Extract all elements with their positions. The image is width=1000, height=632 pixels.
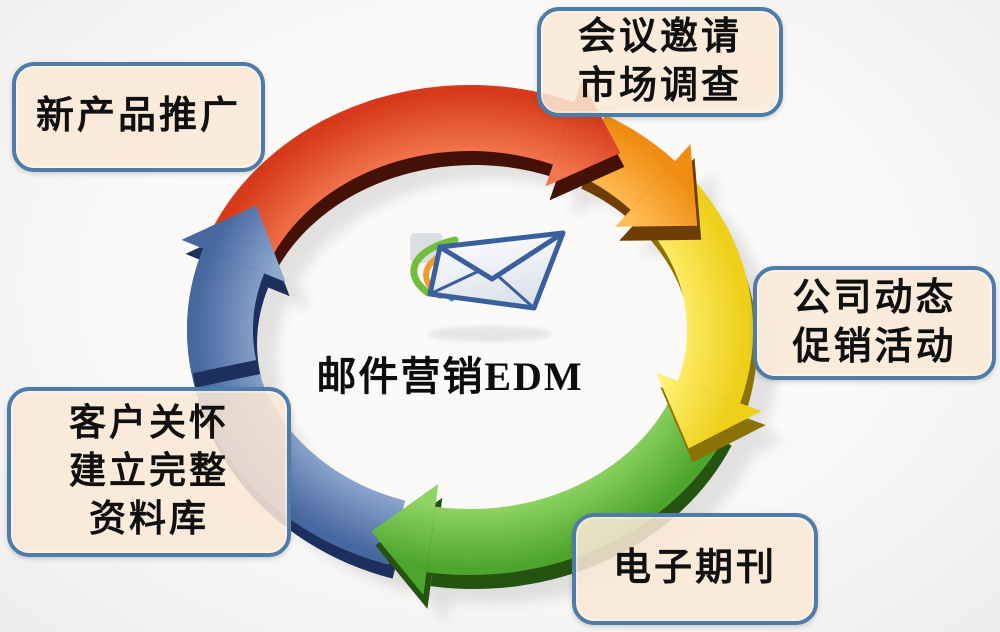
envelope-reflection — [428, 326, 552, 342]
node-label: 建立完整 — [69, 450, 229, 492]
node-label: 市场调查 — [577, 65, 742, 107]
node-new-product: 新产品推广 — [12, 62, 265, 172]
email-envelope-icon — [410, 230, 566, 342]
envelope-flap — [438, 230, 565, 282]
node-label: 促销活动 — [792, 326, 957, 368]
node-label: 资料库 — [89, 499, 209, 541]
node-company-promo: 公司动态 促销活动 — [753, 266, 996, 380]
node-customer-care: 客户关怀 建立完整 资料库 — [7, 387, 291, 557]
envelope-folds — [429, 269, 535, 310]
node-label: 公司动态 — [792, 276, 957, 319]
blue-arrow-head — [181, 205, 290, 388]
diagram-title: 邮件营销EDM — [316, 354, 584, 399]
node-meeting-survey: 会议邀请 市场调查 — [537, 7, 783, 117]
node-label: 电子期刊 — [612, 547, 777, 590]
node-label: 会议邀请 — [577, 15, 742, 58]
node-label: 客户关怀 — [69, 402, 229, 444]
node-e-journal: 电子期刊 — [572, 513, 818, 625]
red-arrow — [214, 80, 625, 271]
swoosh-green — [410, 236, 459, 297]
node-label: 新产品推广 — [35, 95, 241, 138]
